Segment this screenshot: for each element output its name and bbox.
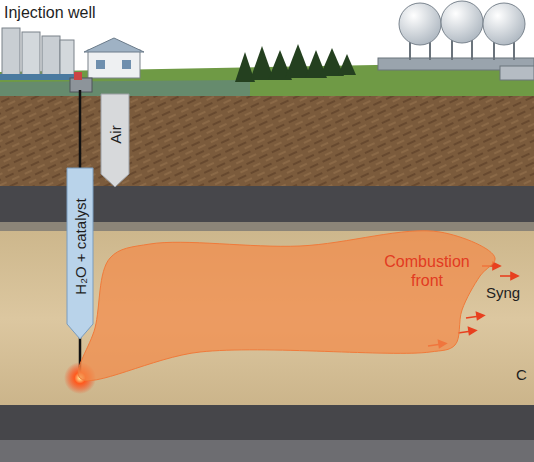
base-layer xyxy=(0,440,534,462)
combustion-zone: Combustion front xyxy=(70,228,500,393)
combustion-outline xyxy=(78,231,495,381)
well-label: Injection well xyxy=(4,4,96,22)
well-building xyxy=(70,38,144,92)
base-rock xyxy=(0,405,534,441)
cut-label: C xyxy=(516,366,527,383)
arrow-outline xyxy=(67,168,93,339)
node-text: H₂O + catalyst xyxy=(73,198,88,294)
gas-storage-spheres xyxy=(378,1,534,80)
node-text: Air xyxy=(108,125,123,143)
air-arrow: Air xyxy=(100,94,130,188)
combustion-shape xyxy=(70,228,500,393)
trees xyxy=(235,44,356,82)
storage-tanks xyxy=(0,28,82,80)
injection-arrow: H₂O + catalyst xyxy=(66,168,94,340)
node-text: Combustion front xyxy=(368,252,486,290)
arrow-outline xyxy=(101,94,129,187)
syngas-label: Syng xyxy=(486,284,520,301)
